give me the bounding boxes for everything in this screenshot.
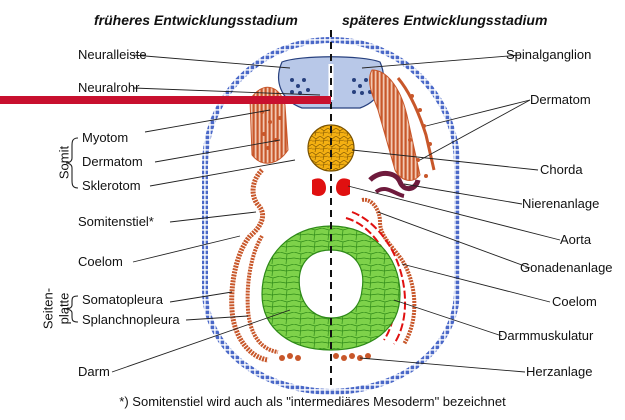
label-chorda: Chorda [540,162,583,177]
kidney-anlage [368,171,421,198]
aorta [312,178,350,196]
dermatom-right [369,69,436,181]
chorda [307,124,355,172]
somitenstiel-left [229,168,279,363]
label-neuralleiste: Neuralleiste [78,47,147,62]
header-left: früheres Entwicklungsstadium [94,12,298,28]
label-neuralrohr: Neuralrohr [78,80,140,95]
header-right: späteres Entwicklungsstadium [342,12,548,28]
brace-somit [65,137,79,189]
label-darmmuskulatur: Darmmuskulatur [498,328,594,343]
group-seitenplatte-line1: Seiten- [40,287,56,330]
label-herzanlage: Herzanlage [526,364,593,379]
footnote: *) Somitenstiel wird auch als "intermedi… [119,394,506,409]
group-seitenplatte-line2: platte [56,292,72,325]
pointer-bar [0,96,331,104]
label-coelom-left: Coelom [78,254,123,269]
brace-seitenplatte [65,295,79,323]
label-aorta: Aorta [560,232,592,247]
label-sklerotom: Sklerotom [82,178,141,193]
heart-anlage [279,353,371,361]
label-coelom-right: Coelom [552,294,597,309]
somite-left [249,87,289,164]
label-dermatom-left: Dermatom [82,154,143,169]
label-nierenanlage: Nierenanlage [522,196,600,211]
label-darm: Darm [78,364,110,379]
label-gonadenanlage: Gonadenanlage [520,260,613,275]
coelom-right [345,197,417,346]
label-somitenstiel: Somitenstiel* [78,214,154,229]
leader-lines-left [111,54,321,373]
leader-lines-right [347,54,561,373]
label-spinalganglion: Spinalganglion [506,47,592,62]
group-somit: Somit [56,145,72,180]
label-somatopleura: Somatopleura [82,292,163,307]
label-dermatom-right: Dermatom [530,92,591,107]
label-myotom: Myotom [82,130,129,145]
label-splanchnopleura: Splanchnopleura [82,312,180,327]
